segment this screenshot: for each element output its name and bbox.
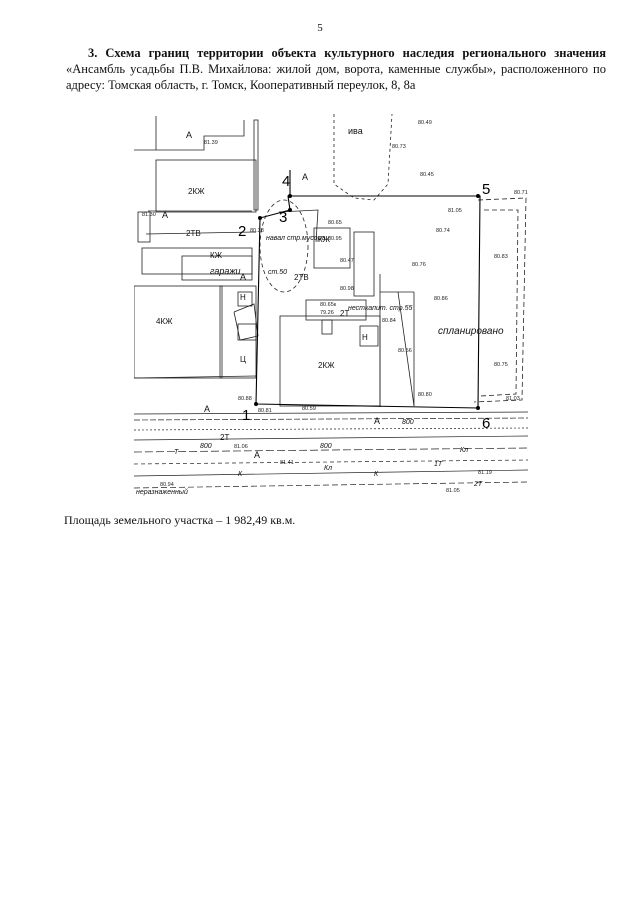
- boundary-map-svg: 1 2 3 4 5 6 2КЖ 2КЖ 4КЖ 2ТВ 2ТВ 2Т 2Т КЖ…: [133, 113, 529, 496]
- map-annotation: гаражи: [210, 266, 241, 276]
- elevation-mark: 81.05: [446, 488, 460, 494]
- boundary-point-label: 1: [242, 407, 250, 424]
- elevation-mark: 81.41: [280, 460, 294, 466]
- map-annotation: К: [374, 471, 379, 478]
- map-annotation: спланировано: [438, 326, 504, 337]
- map-annotation: неразнаженный: [136, 488, 188, 496]
- elevation-mark: 80.80: [418, 392, 432, 398]
- elevation-mark: 80.84: [382, 318, 396, 324]
- elevation-mark: 81.39: [204, 140, 218, 146]
- elevation-mark: 80.65к: [320, 302, 337, 308]
- map-annotation: Т: [174, 449, 179, 456]
- building-label: 2Т: [340, 309, 349, 318]
- page-number: 5: [317, 22, 323, 34]
- building-label: КЖ: [210, 251, 223, 260]
- elevation-mark: 80.71: [514, 190, 528, 196]
- section-title-bold: Схема границ территории объекта культурн…: [105, 46, 607, 60]
- elevation-mark: 80.76: [412, 262, 426, 268]
- elevation-mark: 79.26: [320, 310, 334, 316]
- map-annotation: 800: [200, 443, 212, 450]
- area-label: А: [374, 416, 380, 426]
- elevation-mark: 80.47: [340, 258, 354, 264]
- area-label: А: [254, 450, 260, 460]
- map-annotation: 800: [320, 443, 332, 450]
- building-label: 2Т: [220, 433, 229, 442]
- map-annotation: ст.50: [268, 269, 287, 276]
- area-label: А: [302, 172, 308, 182]
- elevation-mark: 80.45: [420, 172, 434, 178]
- section-title-rest: «Ансамбль усадьбы П.В. Михайлова: жилой …: [66, 62, 606, 92]
- elevation-mark: 80.59: [302, 406, 316, 412]
- map-annotation: К: [238, 471, 243, 478]
- area-label: А: [204, 404, 210, 414]
- building-label: 2ТВ: [186, 229, 201, 238]
- elevation-mark: 80.75: [494, 362, 508, 368]
- elevation-mark: 80.86: [434, 296, 448, 302]
- area-label: А: [186, 130, 192, 140]
- boundary-point-label: 3: [279, 209, 287, 226]
- map-annotation: Кл: [324, 465, 332, 472]
- elevation-mark: 81.30: [142, 212, 156, 218]
- elevation-mark: 80.88: [238, 396, 252, 402]
- elevation-mark: 80.38: [250, 228, 264, 234]
- building-label: Ц: [240, 355, 246, 364]
- building-label: КЖ: [318, 235, 331, 244]
- section-heading: 3. Схема границ территории объекта культ…: [66, 45, 606, 93]
- elevation-mark: 81.06: [234, 444, 248, 450]
- building-label: 4КЖ: [156, 317, 173, 326]
- elevation-mark: 80.49: [418, 120, 432, 126]
- boundary-map: 1 2 3 4 5 6 2КЖ 2КЖ 4КЖ 2ТВ 2ТВ 2Т 2Т КЖ…: [133, 113, 529, 496]
- elevation-mark: 80.56: [398, 348, 412, 354]
- map-annotation: 2Т: [473, 481, 483, 488]
- elevation-mark: 81.19: [478, 470, 492, 476]
- boundary-point-label: 2: [238, 223, 246, 240]
- elevation-mark: 80.65: [328, 220, 342, 226]
- boundary-point-label: 6: [482, 415, 490, 432]
- building-label: Н: [362, 333, 368, 342]
- elevation-mark: 81.03: [506, 396, 520, 402]
- map-annotation: 800: [402, 419, 414, 426]
- area-label: А: [240, 272, 246, 282]
- building-label: 2КЖ: [318, 361, 335, 370]
- building-label: 2КЖ: [188, 187, 205, 196]
- elevation-mark: 80.83: [494, 254, 508, 260]
- area-label: ива: [348, 126, 363, 136]
- map-annotation: несткапит. стр.55: [348, 305, 412, 312]
- elevation-mark: 80.95: [328, 236, 342, 242]
- boundary-point-label: 5: [482, 181, 490, 198]
- area-label: А: [162, 210, 168, 220]
- elevation-mark: 80.73: [392, 144, 406, 150]
- elevation-mark: 80.74: [436, 228, 450, 234]
- building-label: Н: [240, 293, 246, 302]
- boundary-point-label: 4: [282, 173, 290, 190]
- building-label: 2ТВ: [294, 273, 309, 282]
- elevation-mark: 80.98: [340, 286, 354, 292]
- map-annotation: 1Т: [434, 461, 443, 468]
- section-number: 3.: [88, 46, 98, 60]
- map-annotation: Кл: [460, 447, 468, 454]
- elevation-mark: 80.94: [160, 482, 174, 488]
- map-annotation: навал стр.мусора: [266, 235, 326, 242]
- land-area-text: Площадь земельного участка – 1 982,49 кв…: [64, 513, 296, 527]
- elevation-mark: 80.81: [258, 408, 272, 414]
- elevation-mark: 81.05: [448, 208, 462, 214]
